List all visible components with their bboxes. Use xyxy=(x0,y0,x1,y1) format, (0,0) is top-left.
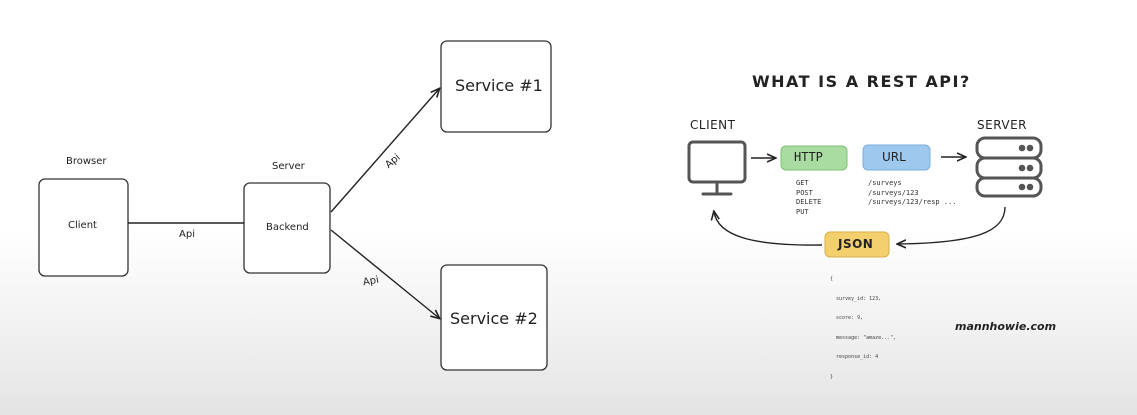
url-survey-123: /surveys/123 xyxy=(868,188,919,197)
method-put: PUT xyxy=(796,207,809,216)
json-line: survey_id: 123, xyxy=(830,295,882,302)
url-pill xyxy=(862,144,931,171)
rest-title: WHAT IS A REST API? xyxy=(752,72,971,91)
json-line: { xyxy=(830,276,834,282)
server-label: Server xyxy=(272,161,305,172)
json-pill xyxy=(824,231,890,258)
service2-label: Service #2 xyxy=(450,309,538,328)
rest-server-label: SERVER xyxy=(977,118,1028,132)
method-delete: DELETE xyxy=(796,198,822,206)
backend-box xyxy=(243,182,331,274)
url-list: /surveys /surveys/123 /surveys/123/resp … xyxy=(868,179,957,208)
server-json-arrow xyxy=(898,206,1006,244)
json-line: } xyxy=(830,373,834,380)
method-post: POST xyxy=(796,188,813,197)
http-label: HTTP xyxy=(794,150,823,164)
json-line: response_id: 4 xyxy=(830,354,879,360)
url-label: URL xyxy=(882,150,906,164)
json-client-arrow xyxy=(714,212,823,246)
service1-box xyxy=(440,40,552,133)
backend-label: Backend xyxy=(266,222,309,233)
http-pill xyxy=(780,145,848,171)
json-line: message: "amaze...", xyxy=(830,334,897,341)
json-body: { survey_id: 123, score: 9, message: "am… xyxy=(830,263,896,393)
client-label: Client xyxy=(68,220,97,231)
watermark: mannhowie.com xyxy=(955,320,1057,333)
http-methods-list: GET POST DELETE PUT xyxy=(796,179,821,217)
service1-label: Service #1 xyxy=(455,76,543,95)
url-surveys: /surveys xyxy=(868,179,902,187)
api-label-client-backend: Api xyxy=(179,229,195,240)
backend-service2-arrow xyxy=(330,229,439,318)
method-get: GET xyxy=(796,179,809,187)
browser-label: Browser xyxy=(66,156,107,167)
rest-client-label: CLIENT xyxy=(690,118,736,132)
backend-service1-arrow xyxy=(330,89,439,213)
monitor-icon xyxy=(687,140,747,196)
json-label: JSON xyxy=(838,237,874,251)
server-stack-icon xyxy=(975,136,1043,198)
json-line: score: 9, xyxy=(830,315,864,321)
url-survey-123-resp: /surveys/123/resp ... xyxy=(868,198,957,206)
client-box xyxy=(38,178,129,277)
